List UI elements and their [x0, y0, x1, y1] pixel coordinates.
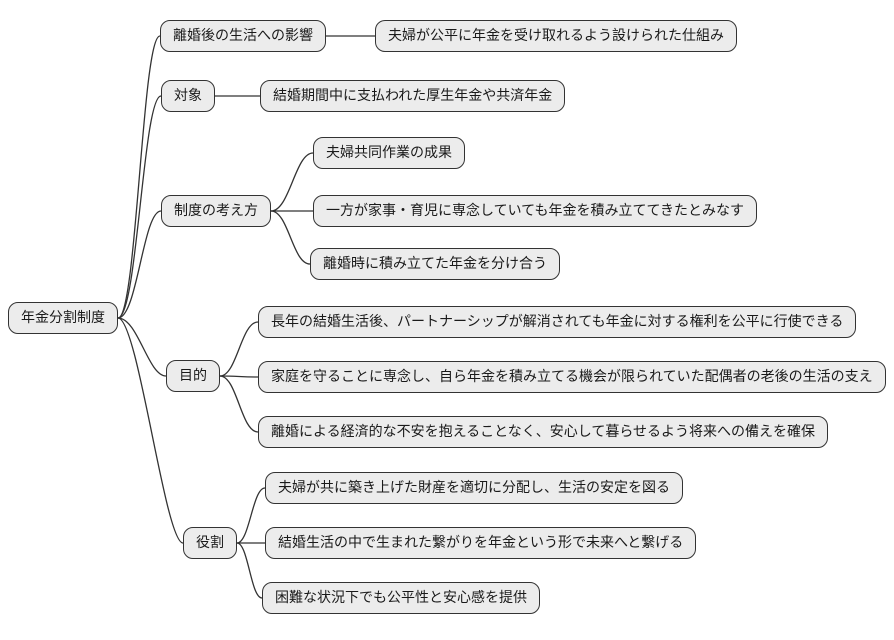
node-leaf: 結婚生活の中で生まれた繋がりを年金という形で未来へと繋げる	[265, 527, 697, 559]
node-leaf: 困難な状況下でも公平性と安心感を提供	[262, 582, 540, 614]
node-branch-purpose: 目的	[166, 360, 220, 392]
node-leaf: 家庭を守ることに専念し、自ら年金を積み立てる機会が限られていた配偶者の老後の生活…	[258, 361, 886, 393]
node-root: 年金分割制度	[8, 302, 118, 334]
node-leaf: 夫婦共同作業の成果	[313, 137, 465, 169]
node-leaf: 長年の結婚生活後、パートナーシップが解消されても年金に対する権利を公平に行使でき…	[258, 306, 857, 338]
node-branch-impact: 離婚後の生活への影響	[160, 20, 326, 52]
node-leaf: 結婚期間中に支払われた厚生年金や共済年金	[260, 80, 566, 112]
node-leaf: 夫婦が公平に年金を受け取れるよう設けられた仕組み	[375, 20, 737, 52]
node-leaf: 離婚による経済的な不安を抱えることなく、安心して暮らせるよう将来への備えを確保	[258, 416, 829, 448]
node-branch-role: 役割	[183, 527, 237, 559]
node-leaf: 離婚時に積み立てた年金を分け合う	[310, 248, 560, 280]
node-branch-target: 対象	[161, 80, 215, 112]
node-branch-concept: 制度の考え方	[161, 195, 271, 227]
node-leaf: 一方が家事・育児に専念していても年金を積み立ててきたとみなす	[313, 195, 758, 227]
node-leaf: 夫婦が共に築き上げた財産を適切に分配し、生活の安定を図る	[265, 472, 683, 504]
